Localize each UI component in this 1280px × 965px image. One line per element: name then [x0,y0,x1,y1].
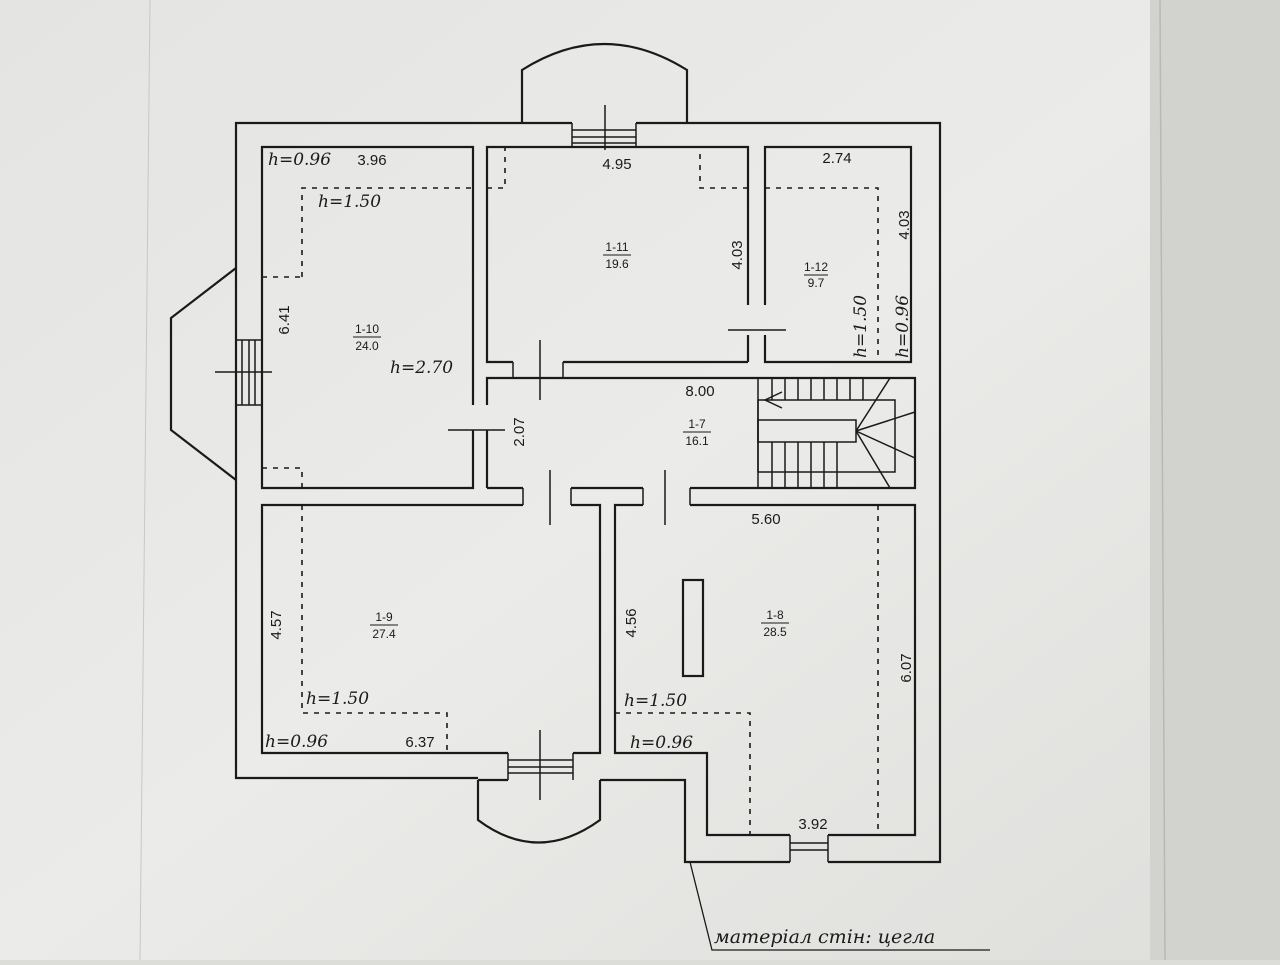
page-edge-line [139,0,151,961]
openings [215,105,829,862]
svg-text:6.07: 6.07 [898,653,915,682]
svg-text:6.41: 6.41 [276,305,293,334]
svg-text:3.96: 3.96 [357,152,386,169]
room-label-1-8: 1-8 28.5 [761,608,789,639]
svg-text:19.6: 19.6 [605,257,629,271]
svg-text:h=0.96: h=0.96 [630,733,693,753]
room-label-1-10: 1-10 24.0 [353,322,381,353]
paper-edge [1150,0,1280,960]
svg-text:h=0.96: h=0.96 [265,732,328,752]
svg-text:8.00: 8.00 [685,383,714,400]
svg-text:24.0: 24.0 [355,339,379,353]
room-label-1-12: 1-12 9.7 [804,260,828,290]
svg-text:1-9: 1-9 [375,610,393,624]
door-marks [448,329,786,525]
svg-text:h=1.50: h=1.50 [318,192,381,212]
left-bay [169,267,237,481]
dimension-labels: 3.96 6.41 4.95 4.03 2.74 4.03 8.00 2.07 … [268,150,915,833]
bottom-porch [476,780,602,844]
svg-text:h=1.50: h=1.50 [851,295,871,358]
svg-text:27.4: 27.4 [372,627,396,641]
outer-walls [234,121,942,864]
svg-text:4.56: 4.56 [623,608,640,637]
svg-text:2.74: 2.74 [822,150,851,167]
svg-text:1-10: 1-10 [355,322,379,336]
staircase [757,377,916,489]
window-left [215,339,272,406]
svg-text:4.03: 4.03 [729,240,746,269]
svg-text:5.60: 5.60 [751,511,780,528]
svg-text:h=2.70: h=2.70 [390,358,453,378]
svg-text:1-12: 1-12 [804,260,828,274]
top-porch [520,42,689,123]
svg-text:h=1.50: h=1.50 [624,691,687,711]
height-labels: h=0.96 h=1.50 h=2.70 h=1.50 h=0.96 h=1.5… [265,150,913,753]
svg-text:16.1: 16.1 [685,434,709,448]
svg-text:3.92: 3.92 [798,816,827,833]
window-bottom-right [789,835,829,862]
svg-text:h=0.96: h=0.96 [268,150,331,170]
svg-text:h=1.50: h=1.50 [306,689,369,709]
room-walls [260,145,917,837]
svg-text:6.37: 6.37 [405,734,434,751]
wall-material-note: матеріал стін: цегла [689,861,990,951]
height-contours [262,147,879,835]
svg-text:1-11: 1-11 [605,240,628,254]
svg-text:9.7: 9.7 [808,276,825,290]
svg-text:2.07: 2.07 [511,417,528,446]
svg-text:28.5: 28.5 [763,625,787,639]
room-label-1-7: 1-7 16.1 [683,417,711,448]
svg-text:1-8: 1-8 [766,608,784,622]
window-bottom [507,730,574,800]
svg-text:h=0.96: h=0.96 [893,295,913,358]
page-edge-line [1159,0,1166,961]
svg-text:4.95: 4.95 [602,156,631,173]
window-top [571,105,637,150]
room-label-1-9: 1-9 27.4 [370,610,398,641]
room-label-1-11: 1-11 19.6 [603,240,631,271]
svg-text:4.03: 4.03 [896,210,913,239]
svg-text:1-7: 1-7 [688,417,706,431]
svg-text:матеріал стін: цегла: матеріал стін: цегла [714,926,935,948]
svg-text:4.57: 4.57 [268,610,285,639]
